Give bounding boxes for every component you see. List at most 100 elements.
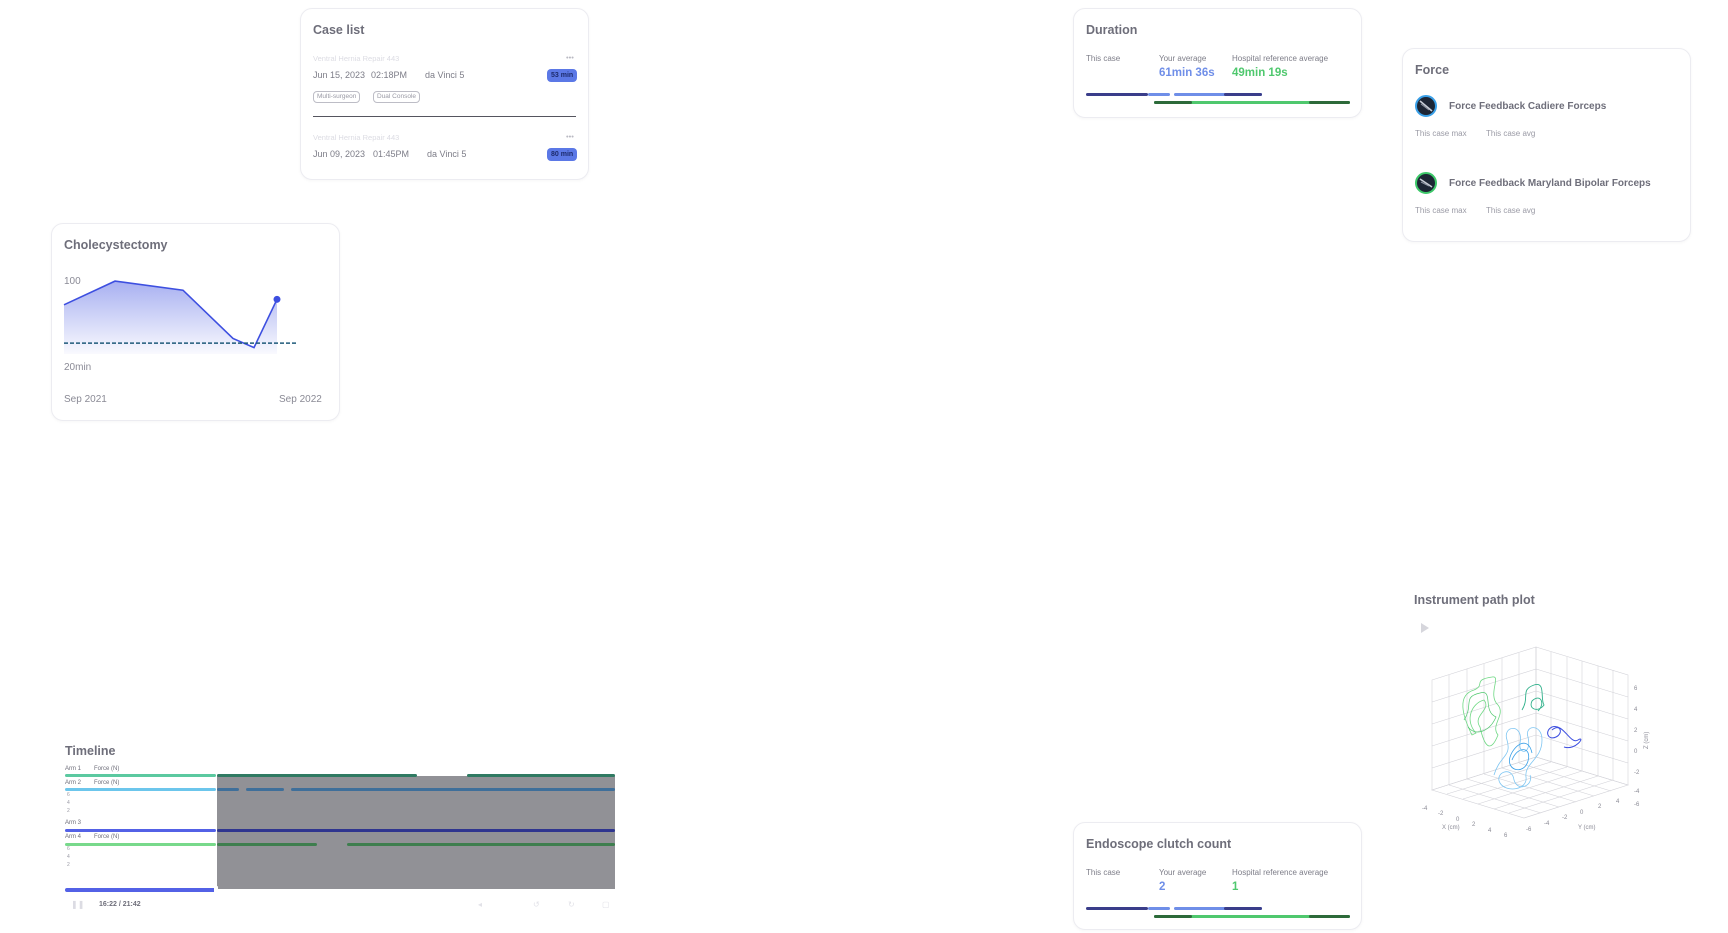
- play-icon[interactable]: [1421, 623, 1429, 633]
- volume-icon[interactable]: ◂: [478, 900, 483, 909]
- arm2-track-future: [246, 788, 284, 791]
- arm1-track-future: [467, 774, 615, 777]
- z-tick: 6: [1634, 686, 1638, 692]
- clutch-card: Endoscope clutch count This case Your av…: [1073, 822, 1362, 930]
- axis-tick: 2: [67, 862, 70, 868]
- y-axis-label: Y (cm): [1578, 825, 1596, 831]
- hospital-average-label: Hospital reference average: [1232, 868, 1329, 877]
- fullscreen-icon[interactable]: ▢: [602, 900, 610, 909]
- x-tick: -2: [1438, 811, 1444, 817]
- timeline-panel: Timeline Arm 1 Force (N) Arm 2 Force (N)…: [51, 740, 631, 920]
- arm2-track: [65, 788, 216, 791]
- case-time: 02:18PM: [371, 70, 408, 80]
- arm-label: Arm 1: [65, 766, 82, 772]
- y-top-label: 100: [64, 276, 81, 287]
- this-case-label: This case: [1086, 54, 1121, 63]
- forward-icon[interactable]: ↻: [568, 900, 575, 909]
- arm4-track: [65, 843, 216, 846]
- this-case-bar: [1086, 93, 1148, 96]
- hospital-average-label: Hospital reference average: [1232, 54, 1329, 63]
- force-title: Force: [1415, 63, 1450, 77]
- x-tick: -4: [1422, 806, 1428, 812]
- hospital-bar: [1154, 101, 1350, 104]
- duration-title: Duration: [1086, 23, 1138, 37]
- arm3-track: [65, 829, 216, 832]
- timeline-future-overlay: [217, 776, 615, 889]
- this-case-bar-end: [1148, 93, 1170, 96]
- your-average-bar: [1174, 907, 1262, 910]
- x-end-label: Sep 2022: [279, 394, 322, 405]
- case-menu-icon[interactable]: •••: [566, 53, 574, 62]
- path-plot-3d: 6 4 2 0 -2 -4 -6 -4 -2 0 2 4 6 4 2 0 -2 …: [1422, 646, 1650, 839]
- playback-progress[interactable]: [65, 888, 216, 892]
- trend-chart: [63, 280, 297, 354]
- instrument-name[interactable]: Force Feedback Cadiere Forceps: [1449, 101, 1607, 112]
- hospital-bar-start: [1154, 915, 1192, 918]
- z-tick: -2: [1634, 770, 1640, 776]
- y-bottom-label: 20min: [64, 362, 92, 373]
- your-average-bar-end: [1224, 907, 1262, 910]
- hospital-bar-end: [1309, 101, 1350, 104]
- this-case-label: This case: [1086, 868, 1121, 877]
- trend-line: [63, 280, 278, 349]
- rewind-icon[interactable]: ↺: [533, 900, 540, 909]
- instrument-name[interactable]: Force Feedback Maryland Bipolar Forceps: [1449, 178, 1651, 189]
- y-tick: -4: [1544, 821, 1550, 827]
- x-tick: 2: [1472, 822, 1476, 828]
- play-pause-icon[interactable]: ❚❚: [71, 900, 85, 909]
- procedure-title: Cholecystectomy: [64, 238, 168, 252]
- this-case-bar: [1086, 907, 1148, 910]
- y-tick: 0: [1580, 810, 1584, 816]
- case-system: da Vinci 5: [427, 149, 467, 159]
- your-average-value: 61min 36s: [1159, 67, 1215, 79]
- metric-label: Force (N): [94, 766, 120, 772]
- z-tick: 0: [1634, 749, 1638, 755]
- case-duration-badge: 80 min: [547, 148, 578, 161]
- playback-scrubber[interactable]: [214, 886, 218, 894]
- arm1-track: [65, 774, 216, 777]
- case-divider: [313, 116, 576, 117]
- arm-label: Arm 3: [65, 820, 82, 826]
- y-tick: 2: [1598, 804, 1602, 810]
- your-average-bar-end: [1224, 93, 1262, 96]
- arm2-track-future: [217, 788, 239, 791]
- hospital-bar: [1154, 915, 1350, 918]
- arm1-track-future: [217, 774, 417, 777]
- x-start-label: Sep 2021: [64, 394, 107, 405]
- case-system: da Vinci 5: [425, 70, 465, 80]
- case-date: Jun 09, 2023: [313, 149, 366, 159]
- axis-tick: 6: [67, 792, 70, 798]
- arm-label: Arm 4: [65, 834, 82, 840]
- time-display: 16:22 / 21:42: [99, 901, 141, 908]
- case-name[interactable]: Ventral Hernia Repair 443: [313, 54, 400, 63]
- hospital-bar-end: [1309, 915, 1350, 918]
- clutch-title: Endoscope clutch count: [1086, 837, 1232, 851]
- this-case-bar-end: [1148, 907, 1170, 910]
- z-tick: 4: [1634, 707, 1638, 713]
- duration-card: Duration This case Your average Hospital…: [1073, 8, 1362, 118]
- timeline-title: Timeline: [65, 744, 116, 758]
- case-avg-label: This case avg: [1486, 129, 1536, 138]
- case-avg-label: This case avg: [1486, 206, 1536, 215]
- z-tick: -6: [1634, 802, 1640, 808]
- arm-label: Arm 2: [65, 780, 82, 786]
- your-average-label: Your average: [1159, 868, 1207, 877]
- axis-tick: 6: [67, 846, 70, 852]
- case-tag: Dual Console: [373, 91, 421, 103]
- case-menu-icon[interactable]: •••: [566, 132, 574, 141]
- arm3-track-future: [217, 829, 615, 832]
- case-list-card: Case list Ventral Hernia Repair 443 ••• …: [300, 8, 589, 180]
- axis-tick: 2: [67, 808, 70, 814]
- z-tick: 2: [1634, 728, 1638, 734]
- case-list-title: Case list: [313, 23, 365, 37]
- case-time: 01:45PM: [373, 149, 410, 159]
- maryland-forceps-icon: [1415, 172, 1437, 194]
- metric-label: Force (N): [94, 834, 120, 840]
- x-axis-label: X (cm): [1442, 825, 1460, 831]
- your-average-bar: [1174, 93, 1262, 96]
- z-axis-label: Z (cm): [1644, 732, 1650, 749]
- case-duration-badge: 53 min: [547, 69, 578, 82]
- path-plot-panel: Instrument path plot: [1402, 585, 1702, 885]
- case-name[interactable]: Ventral Hernia Repair 443: [313, 133, 400, 142]
- hospital-bar-start: [1154, 101, 1192, 104]
